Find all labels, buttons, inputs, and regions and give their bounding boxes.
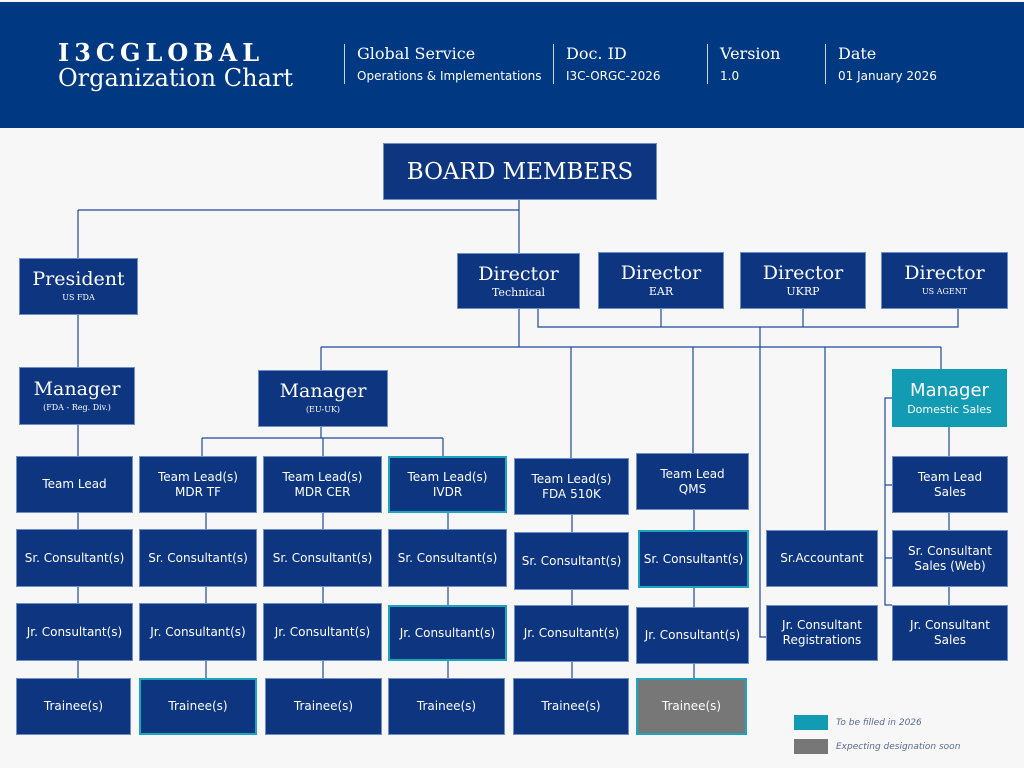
- meta-key: Doc. ID: [566, 44, 627, 63]
- trainee-box[interactable]: Trainee(s): [265, 678, 382, 735]
- sr-consultant-sales-web-box[interactable]: Sr. Consultant Sales (Web): [892, 530, 1008, 587]
- box-title: BOARD MEMBERS: [406, 158, 634, 185]
- page-title: Organization Chart: [58, 64, 294, 92]
- trainee-box[interactable]: Trainee(s): [513, 678, 629, 735]
- meta-key: Date: [838, 44, 877, 63]
- box-subtitle: US AGENT: [921, 287, 968, 296]
- box-title: Manager: [910, 379, 989, 401]
- trainee-qms-box[interactable]: Trainee(s): [636, 678, 747, 735]
- jr-consultant-box[interactable]: Jr. Consultant(s): [514, 605, 629, 662]
- meta-value: 1.0: [720, 69, 740, 83]
- team-lead-fda-510k-box[interactable]: Team Lead(s) FDA 510K: [514, 458, 629, 515]
- jr-consultant-ivdr-box[interactable]: Jr. Consultant(s): [388, 605, 507, 661]
- jr-consultant-registrations-box[interactable]: Jr. Consultant Registrations: [766, 605, 878, 661]
- box-title: Director: [762, 262, 844, 284]
- box-subtitle: EAR: [648, 285, 674, 298]
- team-lead-ivdr-box[interactable]: Team Lead(s) IVDR: [388, 456, 507, 513]
- meta-key: Version: [720, 44, 781, 63]
- sr-consultant-box[interactable]: Sr. Consultant(s): [263, 529, 382, 587]
- box-subtitle: (EU-UK): [305, 405, 341, 414]
- box-title: Director: [478, 262, 559, 285]
- box-title: Director: [620, 262, 702, 284]
- box-subtitle: Technical: [491, 285, 546, 299]
- header: I3CGLOBAL Organization Chart Global Serv…: [0, 2, 1024, 128]
- jr-consultant-box[interactable]: Jr. Consultant(s): [263, 603, 382, 661]
- trainee-box[interactable]: Trainee(s): [388, 678, 505, 735]
- box-title: President: [32, 268, 125, 290]
- sr-consultant-box[interactable]: Sr. Consultant(s): [16, 529, 133, 587]
- meta-value: 01 January 2026: [838, 69, 937, 83]
- president-box[interactable]: President US FDA: [19, 258, 138, 315]
- box-title: Manager: [279, 380, 367, 402]
- box-title: Director: [904, 262, 985, 284]
- box-subtitle: UKRP: [786, 285, 820, 298]
- sr-accountant-box[interactable]: Sr.Accountant: [766, 530, 878, 587]
- team-lead-qms-box[interactable]: Team Lead QMS: [636, 453, 749, 510]
- meta-version: Version 1.0: [707, 44, 780, 84]
- legend-label: To be filled in 2026: [836, 717, 922, 728]
- jr-consultant-box[interactable]: Jr. Consultant(s): [636, 607, 749, 664]
- meta-value: Operations & Implementations: [357, 69, 542, 83]
- team-lead-sales-box[interactable]: Team Lead Sales: [892, 456, 1008, 513]
- manager-fda-box[interactable]: Manager (FDA - Reg. Div.): [19, 367, 135, 425]
- legend-swatch: [794, 715, 828, 730]
- legend-item-expecting: Expecting designation soon: [794, 739, 960, 754]
- board-members-box[interactable]: BOARD MEMBERS: [383, 143, 657, 200]
- box-subtitle: Domestic Sales: [907, 402, 992, 416]
- jr-consultant-box[interactable]: Jr. Consultant(s): [16, 603, 133, 661]
- meta-docid: Doc. ID I3C-ORGC-2026: [553, 44, 661, 84]
- sr-consultant-box[interactable]: Sr. Consultant(s): [514, 532, 629, 590]
- jr-consultant-box[interactable]: Jr. Consultant(s): [139, 603, 257, 661]
- legend-label: Expecting designation soon: [836, 741, 961, 752]
- box-subtitle: (FDA - Reg. Div.): [43, 402, 111, 412]
- team-lead-mdr-tf-box[interactable]: Team Lead(s) MDR TF: [139, 456, 257, 513]
- trainee-box[interactable]: Trainee(s): [16, 678, 131, 735]
- jr-consultant-sales-box[interactable]: Jr. Consultant Sales: [892, 605, 1008, 661]
- sr-consultant-box[interactable]: Sr. Consultant(s): [388, 529, 507, 587]
- brand-logo: I3CGLOBAL: [58, 38, 265, 67]
- box-title: Manager: [33, 377, 121, 400]
- meta-value: I3C-ORGC-2026: [566, 69, 661, 83]
- team-lead-mdr-cer-box[interactable]: Team Lead(s) MDR CER: [263, 456, 382, 513]
- director-us-agent-box[interactable]: Director US AGENT: [881, 252, 1008, 309]
- sr-consultant-qms-box[interactable]: Sr. Consultant(s): [638, 530, 749, 588]
- manager-eu-uk-box[interactable]: Manager (EU-UK): [258, 370, 388, 427]
- box-subtitle: US FDA: [62, 293, 95, 302]
- team-lead-box[interactable]: Team Lead: [16, 456, 133, 513]
- meta-date: Date 01 January 2026: [825, 44, 937, 84]
- legend-item-to-be-filled: To be filled in 2026: [794, 715, 922, 730]
- meta-key: Global Service: [357, 44, 476, 63]
- sr-consultant-box[interactable]: Sr. Consultant(s): [139, 529, 257, 587]
- legend-swatch: [794, 739, 828, 754]
- trainee-mdr-tf-box[interactable]: Trainee(s): [139, 678, 257, 735]
